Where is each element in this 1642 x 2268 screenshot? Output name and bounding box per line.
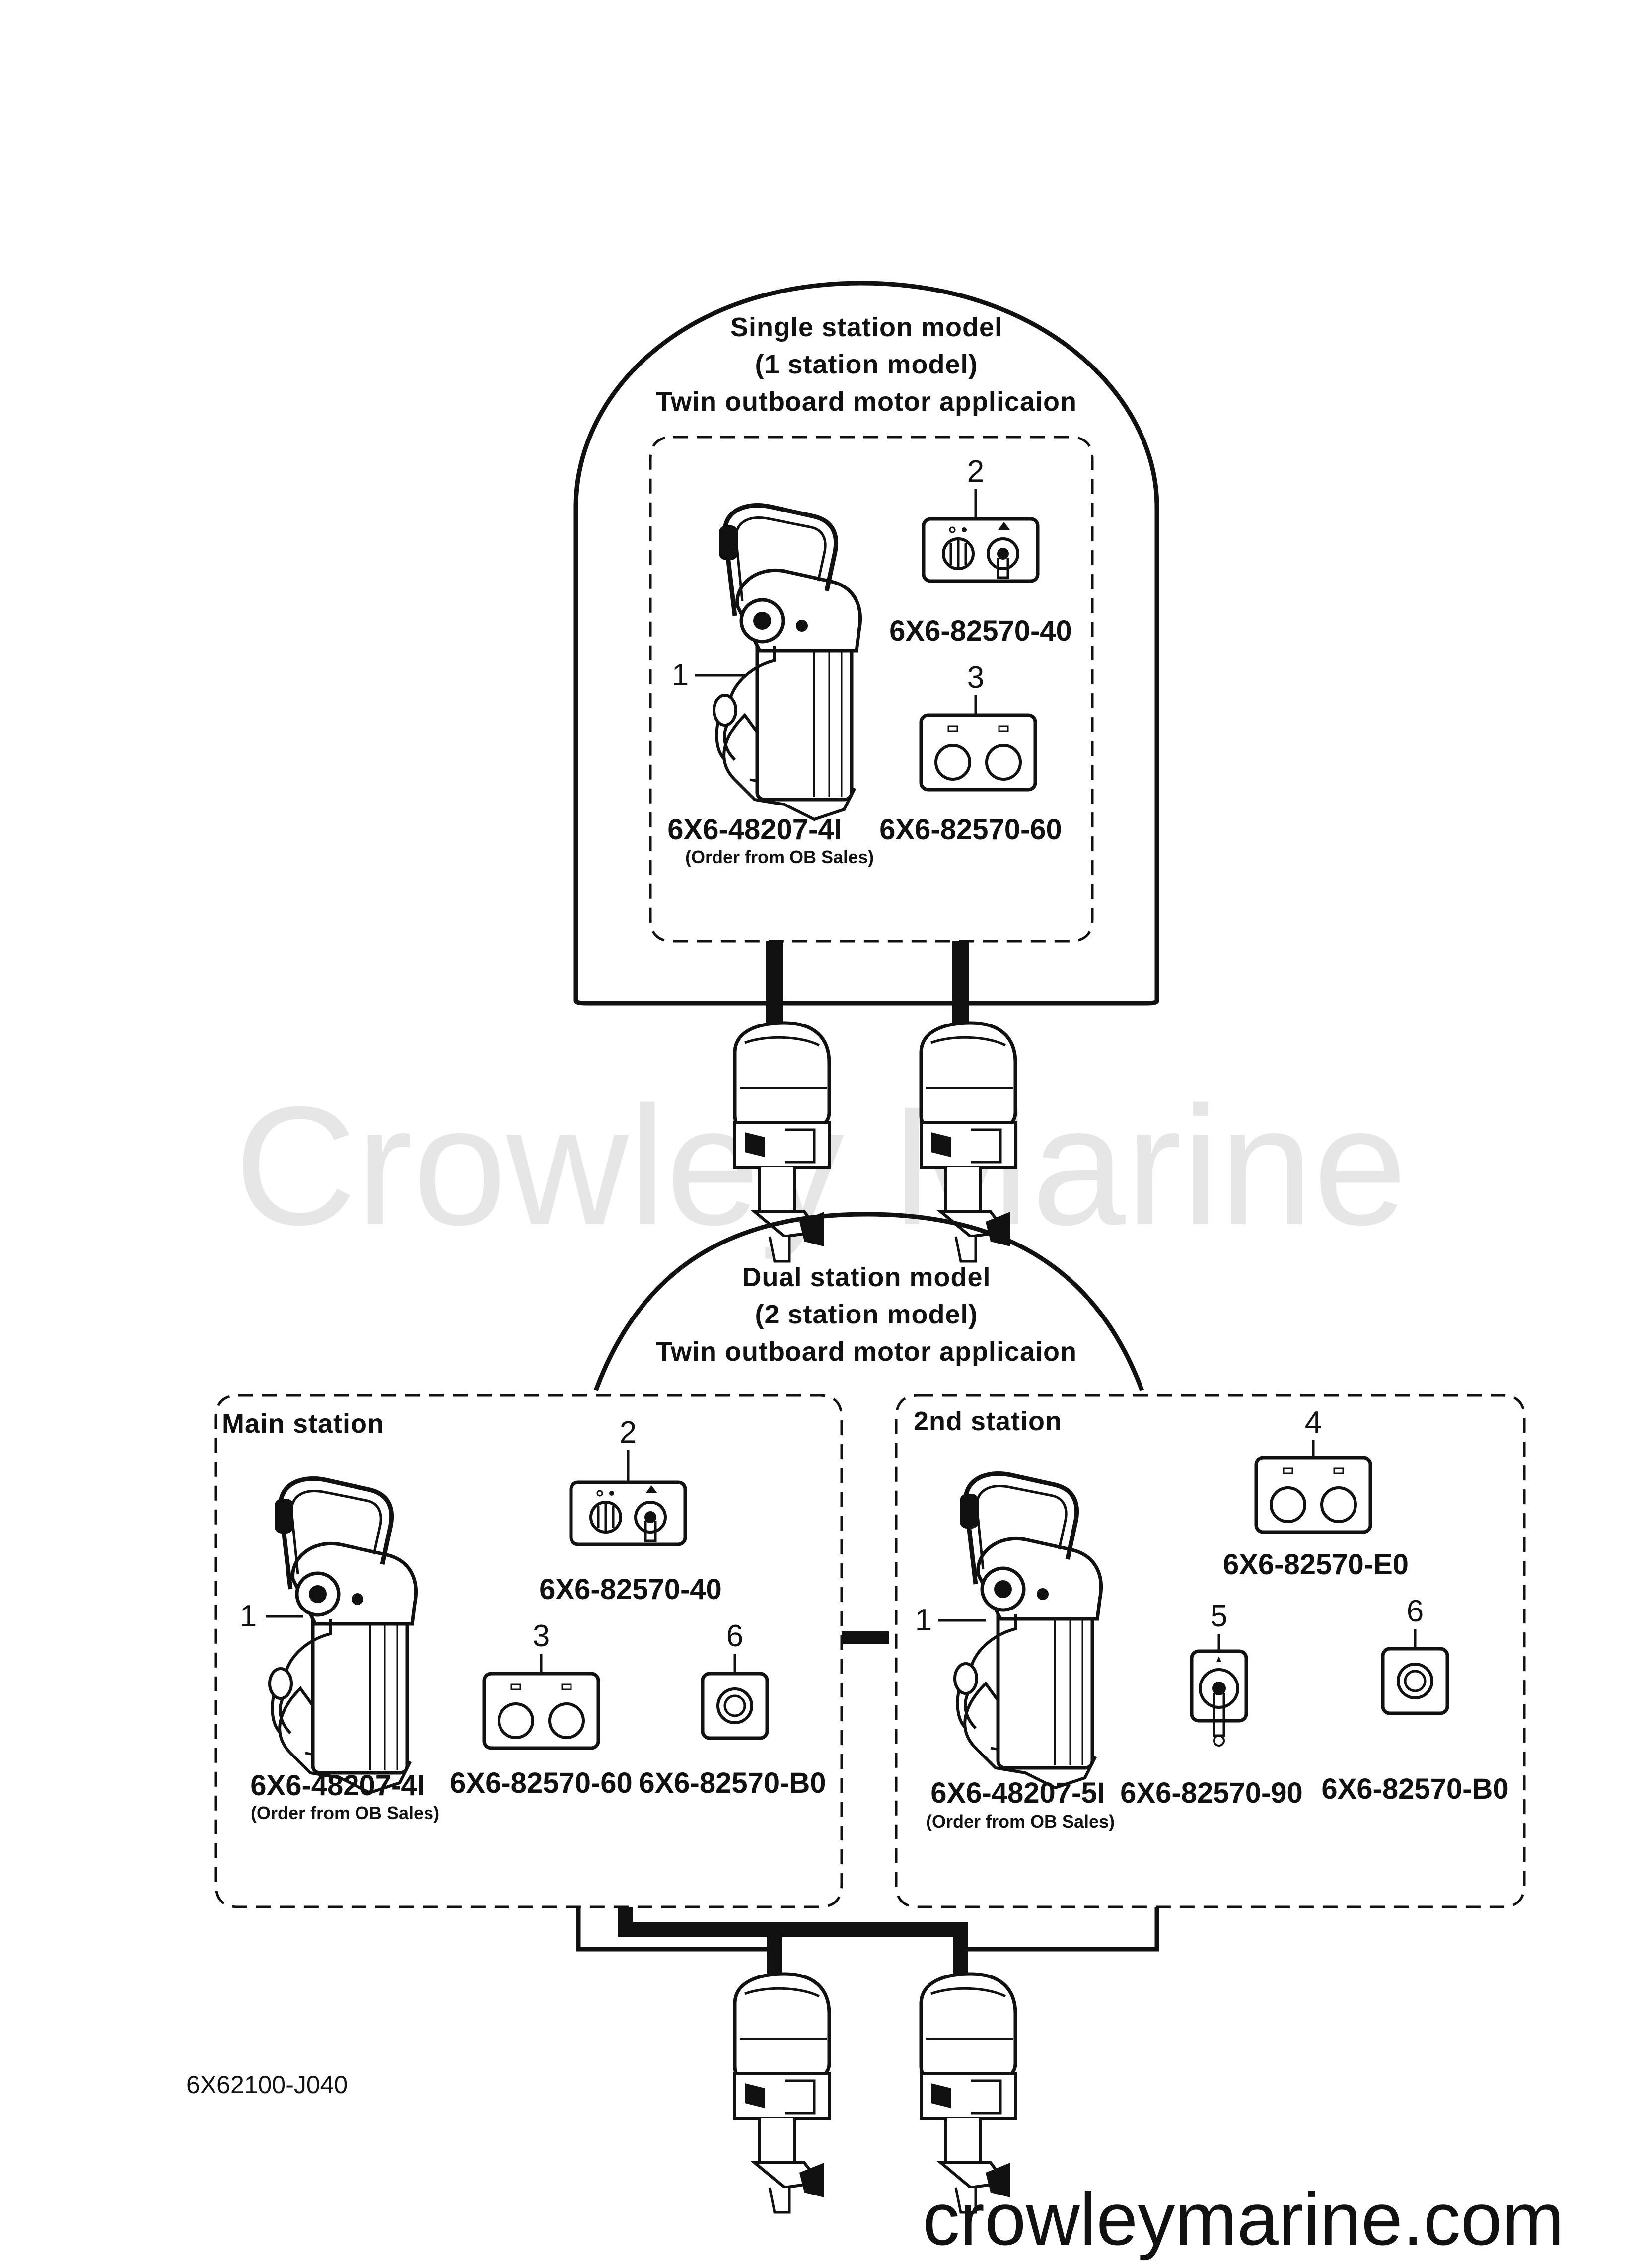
single-pn-key: 6X6-82570-40 (889, 615, 1072, 647)
second-main-switch (1192, 1651, 1246, 1746)
second-pn-lever: 6X6-48207-5I (930, 1777, 1105, 1809)
second-pn-key: 6X6-82570-90 (1120, 1777, 1303, 1809)
single-pn-lever: 6X6-48207-4I (667, 813, 842, 846)
main-main-switch-panel (571, 1482, 685, 1544)
main-ref-6: 6 (726, 1619, 743, 1653)
second-ref-1: 1 (915, 1603, 932, 1637)
second-pn-switch: 6X6-82570-E0 (1223, 1548, 1409, 1581)
main-pn-lever: 6X6-48207-4I (250, 1769, 425, 1802)
single-heading-line-2: (1 station model) (755, 350, 978, 379)
second-pn-stop: 6X6-82570-B0 (1321, 1773, 1508, 1805)
single-order-note: (Order from OB Sales) (685, 847, 874, 867)
single-heading-line-1: Single station model (730, 312, 1002, 342)
single-main-switch-panel (924, 519, 1038, 581)
main-remote-control-box (270, 1478, 416, 1793)
single-ref-1: 1 (672, 658, 689, 692)
second-ref-4: 4 (1305, 1405, 1322, 1440)
main-ref-1: 1 (240, 1599, 257, 1633)
single-ref-3: 3 (967, 660, 984, 695)
dual-heading-line-1: Dual station model (742, 1262, 991, 1292)
dual-outboard-motor-right (921, 1974, 1015, 2212)
second-ref-5: 5 (1211, 1599, 1227, 1633)
main-emergency-stop-switch (703, 1674, 767, 1738)
single-pn-switch: 6X6-82570-60 (879, 813, 1062, 846)
single-ref-2: 2 (967, 454, 984, 489)
second-station-dashed-box (895, 1394, 1526, 1908)
second-switch-panel (1256, 1458, 1370, 1532)
website-url[interactable]: crowleymarine.com (923, 2177, 1564, 2261)
main-order-note: (Order from OB Sales) (251, 1803, 439, 1823)
main-pn-stop: 6X6-82570-B0 (639, 1767, 826, 1799)
single-remote-control-box (714, 505, 860, 819)
main-ref-2: 2 (620, 1415, 637, 1450)
second-ref-6: 6 (1407, 1594, 1424, 1628)
dual-outboard-motor-left (735, 1974, 829, 2212)
second-order-note: (Order from OB Sales) (926, 1811, 1115, 1831)
second-remote-control-box (955, 1473, 1101, 1788)
main-pn-switch: 6X6-82570-60 (450, 1767, 633, 1799)
single-switch-panel (921, 715, 1035, 790)
second-station-title: 2nd station (914, 1406, 1062, 1436)
single-heading-line-3: Twin outboard motor applicaion (656, 387, 1077, 417)
single-station-outline (573, 281, 1159, 1006)
main-ref-3: 3 (533, 1619, 550, 1653)
main-pn-key: 6X6-82570-40 (539, 1573, 722, 1606)
main-station-dashed-box (214, 1394, 843, 1908)
second-emergency-stop-switch (1383, 1649, 1447, 1713)
main-switch-panel (484, 1674, 598, 1748)
dual-heading-line-3: Twin outboard motor applicaion (656, 1337, 1077, 1367)
diagram-code: 6X62100-J040 (186, 2071, 348, 2099)
main-station-title: Main station (222, 1409, 384, 1439)
dual-station-arch (593, 1212, 1144, 1391)
dual-heading-line-2: (2 station model) (755, 1300, 978, 1329)
